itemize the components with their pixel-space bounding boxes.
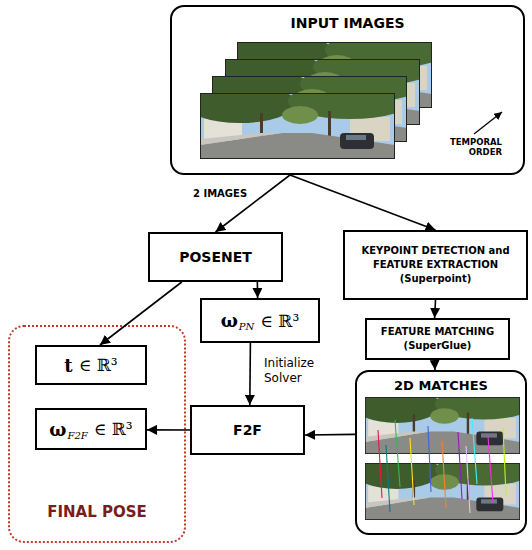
- box-sublabel: (SuperGlue): [404, 339, 472, 353]
- match-line: [488, 436, 493, 503]
- axis-label: TEMPORAL ORDER: [426, 138, 502, 158]
- group-title: FINAL POSE: [10, 503, 184, 521]
- box-sublabel: (Superpoint): [400, 272, 472, 286]
- arrow-connector: [434, 300, 436, 318]
- arrow-connector: [257, 282, 259, 298]
- box-label: KEYPOINT DETECTION and FEATURE EXTRACTIO…: [350, 244, 521, 272]
- arrow-connector: [249, 343, 251, 405]
- arrow-connector: [290, 175, 436, 230]
- match-line: [428, 426, 431, 492]
- input-panel: INPUT IMAGES TEMPORAL ORDER: [170, 5, 525, 175]
- edge-label: Initialize Solver: [264, 356, 326, 386]
- math-symbol: ω: [49, 419, 66, 440]
- output-box: ωF2F ∈ ℝ³: [35, 408, 147, 450]
- process-box: KEYPOINT DETECTION and FEATURE EXTRACTIO…: [343, 230, 528, 300]
- box-label: POSENET: [179, 249, 252, 265]
- math-symbol: ω: [221, 310, 238, 331]
- box-label: FEATURE MATCHING: [381, 325, 494, 339]
- match-line: [386, 445, 390, 512]
- match-line: [395, 420, 400, 487]
- panel-title: 2D MATCHES: [357, 378, 525, 393]
- match-line: [458, 432, 462, 499]
- match-line: [472, 418, 477, 484]
- arrow-connector: [147, 429, 190, 431]
- math-subscript: PN: [239, 321, 254, 332]
- match-line: [410, 438, 414, 505]
- input-image: [197, 66, 424, 142]
- output-box: t ∈ ℝ³: [35, 345, 147, 385]
- process-box: FEATURE MATCHING(SuperGlue): [365, 318, 510, 360]
- math-subscript: F2F: [67, 430, 87, 441]
- input-image: [185, 83, 412, 159]
- process-box: POSENET: [148, 232, 283, 282]
- math-set: ∈ ℝ³: [94, 419, 133, 439]
- match-line: [442, 441, 446, 508]
- match-line: [503, 428, 506, 495]
- match-line: [378, 430, 382, 498]
- temporal-arrow: [474, 112, 502, 134]
- input-image: [222, 32, 449, 108]
- process-box: F2F: [190, 405, 305, 455]
- arrow-connector: [434, 360, 436, 370]
- math-set: ∈ ℝ³: [79, 355, 118, 375]
- arrow-connector: [216, 175, 290, 232]
- arrow-connector: [100, 282, 182, 345]
- match-image: [353, 388, 532, 454]
- match-line: [466, 446, 470, 513]
- output-box: ωPN ∈ ℝ³: [200, 298, 320, 343]
- input-image: [210, 49, 437, 125]
- panel-title: INPUT IMAGES: [172, 15, 523, 31]
- match-image: [353, 454, 532, 520]
- annotation-label: 2 IMAGES: [193, 188, 263, 199]
- math-set: ∈ ℝ³: [260, 311, 299, 331]
- box-label: F2F: [233, 422, 262, 438]
- math-symbol: t: [64, 355, 72, 376]
- arrow-connector: [305, 434, 355, 436]
- group-frame: FINAL POSE t ∈ ℝ³ ωF2F ∈ ℝ³: [8, 325, 186, 543]
- match-lines: [378, 418, 506, 513]
- matches-panel: 2D MATCHES: [355, 370, 527, 535]
